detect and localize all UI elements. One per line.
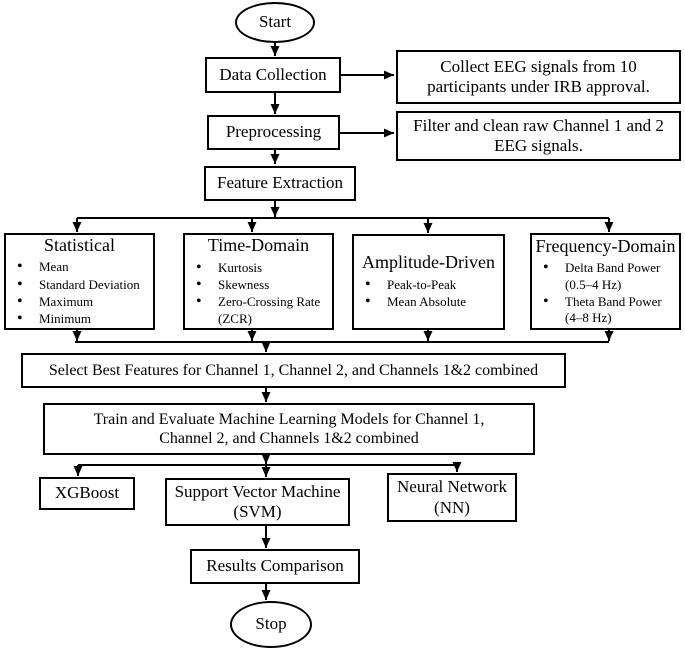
amplitude-driven-feature-box: Amplitude-Driven Peak-to-Peak Mean Absol…	[352, 234, 505, 330]
time-domain-list: Kurtosis Skewness Zero-Crossing Rate (ZC…	[187, 258, 330, 328]
frequency-domain-list: Delta Band Power (0.5–4 Hz) Theta Band P…	[534, 258, 677, 327]
data-collection-label: Data Collection	[219, 64, 327, 84]
neural-network-model-box: Neural Network (NN)	[387, 473, 517, 522]
amplitude-driven-title: Amplitude-Driven	[362, 252, 495, 273]
start-terminal: Start	[235, 2, 315, 43]
train-evaluate-label: Train and Evaluate Machine Learning Mode…	[93, 410, 485, 447]
note-collect-text: Collect EEG signals from 10 participants…	[427, 56, 650, 96]
statistical-feature-box: Statistical Mean Standard Deviation Maxi…	[4, 233, 155, 330]
frequency-domain-feature-box: Frequency-Domain Delta Band Power (0.5–4…	[530, 233, 681, 330]
list-item: Skewness	[187, 275, 330, 295]
stop-terminal: Stop	[230, 601, 312, 648]
time-domain-feature-box: Time-Domain Kurtosis Skewness Zero-Cross…	[183, 233, 334, 330]
select-best-features-step: Select Best Features for Channel 1, Chan…	[21, 353, 566, 388]
list-item: Delta Band Power (0.5–4 Hz)	[534, 258, 677, 293]
svm-model-box: Support Vector Machine (SVM)	[165, 478, 350, 526]
statistical-title: Statistical	[44, 234, 115, 255]
xgboost-label: XGBoost	[54, 483, 120, 503]
list-item: Standard Deviation	[8, 275, 151, 295]
list-item: Minimum	[8, 309, 151, 329]
list-item: Theta Band Power (4–8 Hz)	[534, 292, 677, 327]
feature-extraction-step: Feature Extraction	[204, 166, 356, 201]
xgboost-model-box: XGBoost	[39, 477, 135, 510]
data-collection-step: Data Collection	[205, 57, 341, 93]
note-filter-clean: Filter and clean raw Channel 1 and 2 EEG…	[396, 111, 681, 161]
neural-network-label: Neural Network (NN)	[397, 477, 507, 517]
list-item: Kurtosis	[187, 258, 330, 278]
stop-label: Stop	[255, 614, 287, 634]
list-item: Mean	[8, 257, 151, 277]
amplitude-driven-list: Peak-to-Peak Mean Absolute	[356, 275, 501, 313]
statistical-list: Mean Standard Deviation Maximum Minimum	[8, 257, 151, 329]
select-best-features-label: Select Best Features for Channel 1, Chan…	[48, 361, 539, 379]
note-filter-text: Filter and clean raw Channel 1 and 2 EEG…	[413, 115, 664, 155]
results-comparison-label: Results Comparison	[206, 556, 344, 576]
list-item: Maximum	[8, 292, 151, 312]
time-domain-title: Time-Domain	[207, 235, 310, 256]
train-evaluate-step: Train and Evaluate Machine Learning Mode…	[43, 403, 535, 455]
note-collect-eeg: Collect EEG signals from 10 participants…	[396, 50, 681, 104]
svm-label: Support Vector Machine (SVM)	[174, 481, 341, 521]
preprocessing-label: Preprocessing	[225, 122, 322, 142]
list-item: Peak-to-Peak	[356, 275, 501, 295]
start-label: Start	[258, 12, 292, 32]
frequency-domain-title: Frequency-Domain	[535, 235, 676, 256]
list-item: Mean Absolute	[356, 292, 501, 312]
results-comparison-step: Results Comparison	[190, 549, 360, 584]
list-item: Zero-Crossing Rate (ZCR)	[187, 292, 330, 327]
feature-extraction-label: Feature Extraction	[216, 173, 344, 193]
preprocessing-step: Preprocessing	[207, 115, 340, 150]
